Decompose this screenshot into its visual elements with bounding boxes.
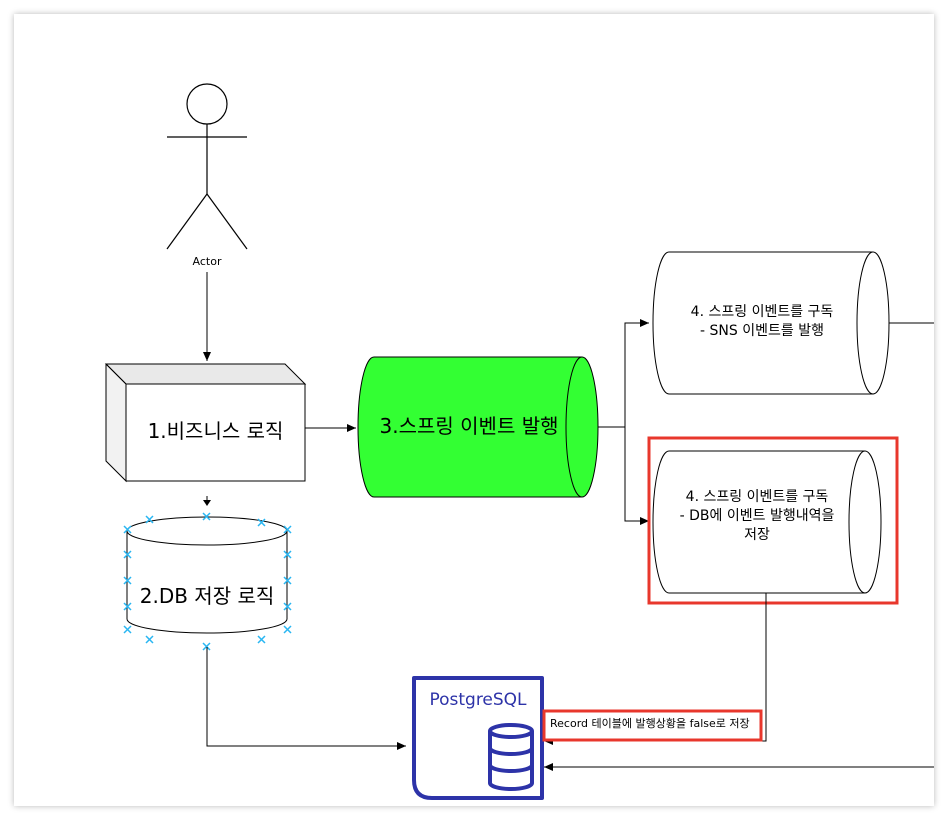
db-subscriber-label: 4. 스프링 이벤트를 구독 - DB에 이벤트 발행내역을 저장 bbox=[657, 488, 857, 545]
diagram-graphics bbox=[104, 83, 934, 800]
db-subscriber-line3: 저장 bbox=[744, 526, 770, 543]
db-subscriber-end-cap bbox=[848, 450, 882, 594]
diagram-canvas: Actor 1.비즈니스 로직 2.DB 저장 로직 3.스프링 이벤트 발행 … bbox=[14, 14, 934, 806]
cube-top-face bbox=[104, 363, 307, 385]
business-logic-label: 1.비즈니스 로직 bbox=[147, 419, 284, 443]
db-subscriber-node[interactable] bbox=[652, 450, 882, 594]
db-subscriber-line1: 4. 스프링 이벤트를 구독 bbox=[685, 489, 829, 505]
sns-subscriber-node[interactable] bbox=[652, 251, 890, 395]
db-subscriber-line2: - DB에 이벤트 발행내역을 bbox=[679, 507, 835, 524]
postgres-node[interactable] bbox=[412, 676, 544, 800]
actor-figure[interactable] bbox=[166, 83, 248, 250]
spring-event-publish-node[interactable] bbox=[357, 356, 599, 498]
database-icon bbox=[488, 723, 534, 791]
postgres-label: PostgreSQL bbox=[429, 690, 527, 710]
sns-subscriber-line2: - SNS 이벤트를 발행 bbox=[700, 322, 824, 339]
sns-subscriber-line1: 4. 스프링 이벤트를 구독 bbox=[690, 304, 834, 320]
sns-subscriber-label: 4. 스프링 이벤트를 구독 - SNS 이벤트를 발행 bbox=[657, 303, 867, 341]
actor-right-leg bbox=[206, 193, 248, 250]
note-text: Record 테이블에 발행상황을 false로 저장 bbox=[550, 717, 750, 730]
sns-subscriber-body bbox=[652, 251, 874, 395]
edge-business-to-db-head bbox=[203, 500, 211, 506]
publish-body bbox=[357, 356, 583, 498]
edge-publish-to-db-subscriber[interactable] bbox=[624, 427, 649, 525]
cube-edge bbox=[105, 363, 127, 385]
db-subscriber-body bbox=[652, 450, 866, 594]
actor-head bbox=[186, 83, 228, 125]
actor-left-leg bbox=[166, 193, 208, 250]
business-logic-node[interactable] bbox=[104, 363, 307, 483]
note-box bbox=[542, 709, 763, 742]
edge-publish-to-sns-subscriber[interactable] bbox=[598, 319, 649, 428]
db-store-body bbox=[126, 531, 288, 634]
db-store-label: 2.DB 저장 로직 bbox=[139, 584, 275, 608]
highlight-box-db-subscriber bbox=[647, 436, 899, 605]
cube-front-face bbox=[125, 383, 306, 482]
db-store-node[interactable] bbox=[126, 516, 288, 634]
actor-label: Actor bbox=[192, 255, 222, 268]
spring-event-publish-label: 3.스프링 이벤트 발행 bbox=[379, 414, 559, 438]
edge-db-to-postgres[interactable] bbox=[206, 647, 406, 750]
selection-handles[interactable] bbox=[123, 512, 292, 651]
